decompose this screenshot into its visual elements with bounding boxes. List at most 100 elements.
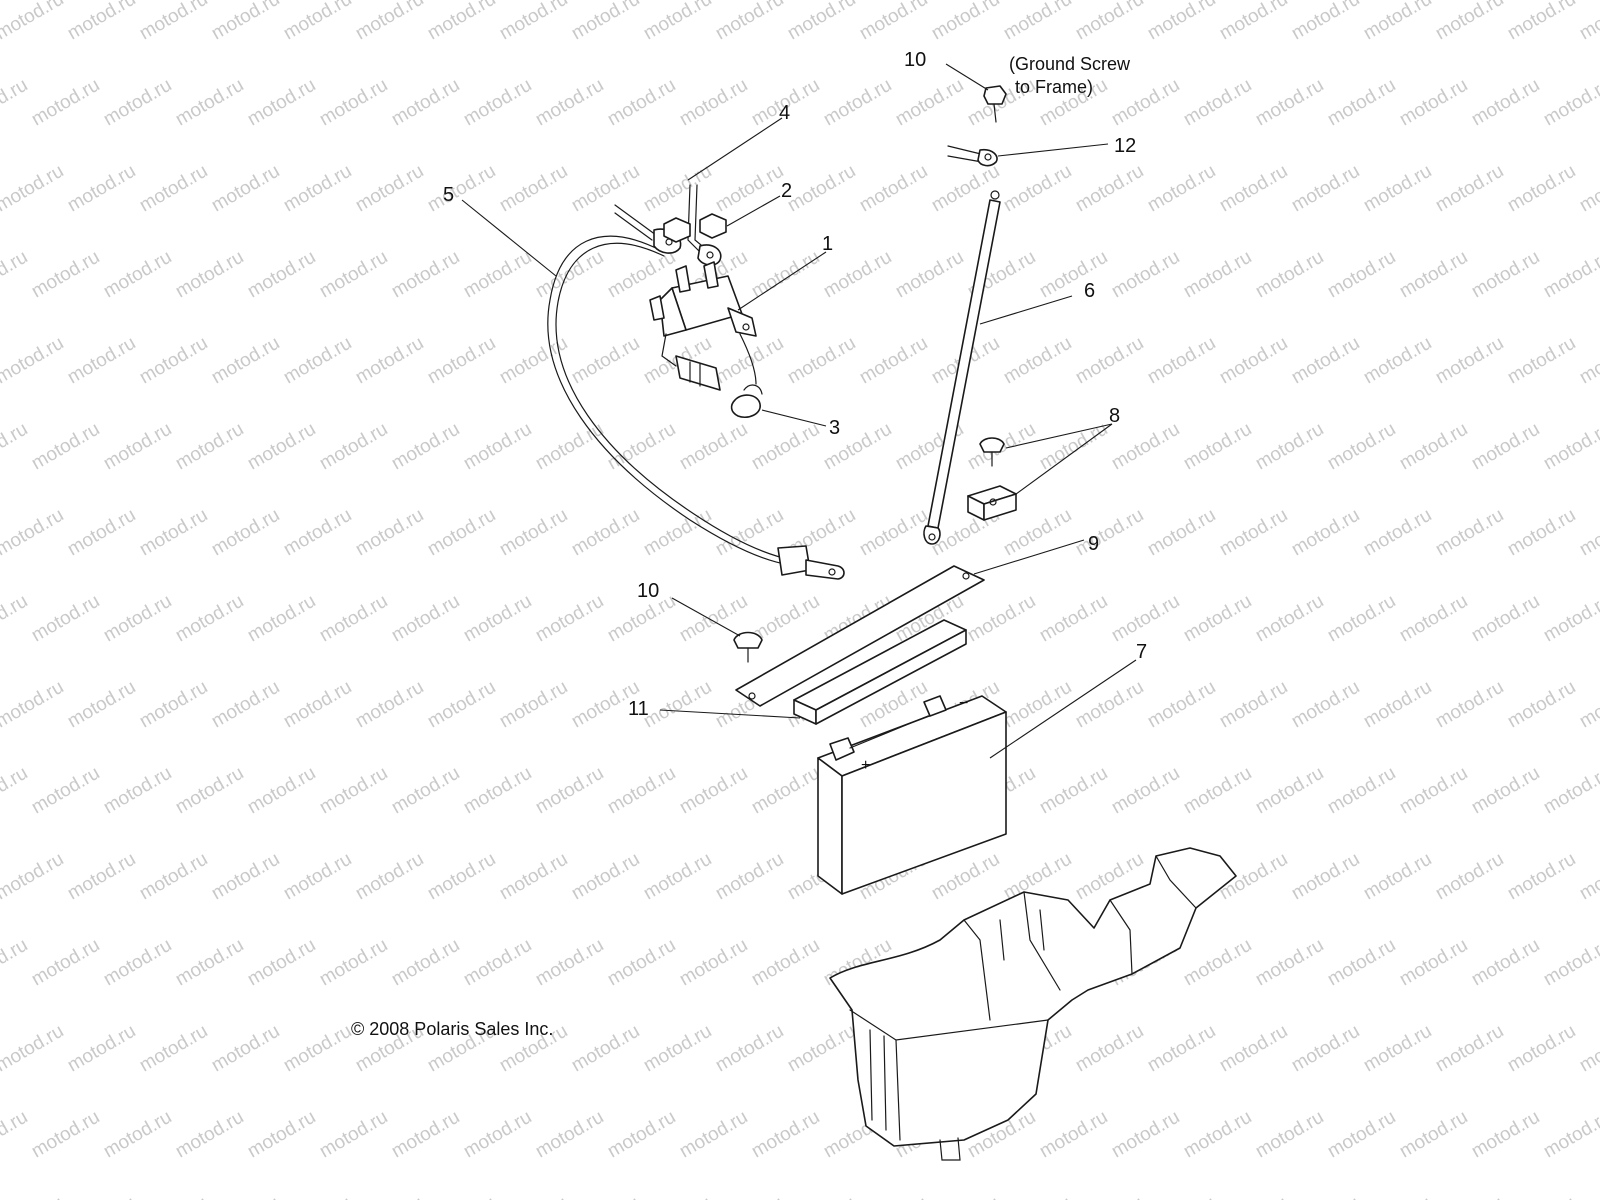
watermark-text: motod.ru (1468, 247, 1543, 303)
watermark-text: motod.ru (244, 75, 319, 131)
watermark-text: motod.ru (1396, 1107, 1471, 1163)
watermark-text: motod.ru (928, 1193, 1003, 1200)
watermark-text: motod.ru (244, 419, 319, 475)
watermark-text: motod.ru (1396, 763, 1471, 819)
watermark-text: motod.ru (604, 75, 679, 131)
watermark-text: motod.ru (28, 763, 103, 819)
watermark-text: motod.ru (532, 935, 607, 991)
leader-12 (997, 143, 1109, 157)
watermark-text: motod.ru (1072, 1021, 1147, 1077)
watermark-text: motod.ru (1432, 0, 1507, 44)
watermark-text: motod.ru (1036, 591, 1111, 647)
watermark-text: motod.ru (208, 1021, 283, 1077)
watermark-text: motod.ru (532, 763, 607, 819)
watermark-text: motod.ru (568, 1193, 643, 1200)
watermark-text: motod.ru (208, 849, 283, 905)
watermark-text: motod.ru (856, 1193, 931, 1200)
watermark-text: motod.ru (1324, 247, 1399, 303)
watermark-text: motod.ru (1576, 0, 1600, 44)
nut-block-8 (967, 485, 1017, 521)
watermark-text: motod.ru (1072, 505, 1147, 561)
watermark-text: motod.ru (424, 849, 499, 905)
battery-plus-sign: + (861, 757, 870, 774)
watermark-text: motod.ru (64, 849, 139, 905)
watermark-text: motod.ru (1504, 1021, 1579, 1077)
watermark-text: motod.ru (244, 763, 319, 819)
battery-7 (817, 695, 1007, 895)
foam-pad-11 (793, 619, 967, 725)
watermark-text: motod.ru (1216, 333, 1291, 389)
watermark-text: motod.ru (1252, 247, 1327, 303)
watermark-text: motod.ru (1252, 763, 1327, 819)
watermark-text: motod.ru (388, 935, 463, 991)
watermark-text: motod.ru (208, 505, 283, 561)
watermark-text: motod.ru (316, 419, 391, 475)
watermark-text: motod.ru (784, 0, 859, 44)
watermark-text: motod.ru (0, 935, 31, 991)
watermark-text: motod.ru (172, 591, 247, 647)
watermark-text: motod.ru (1288, 333, 1363, 389)
watermark-text: motod.ru (820, 247, 895, 303)
watermark-text: motod.ru (1360, 333, 1435, 389)
watermark-text: motod.ru (1576, 333, 1600, 389)
watermark-text: motod.ru (1144, 333, 1219, 389)
watermark-text: motod.ru (316, 75, 391, 131)
watermark-text: motod.ru (748, 1107, 823, 1163)
watermark-text: motod.ru (1540, 419, 1600, 475)
watermark-text: motod.ru (1036, 1107, 1111, 1163)
watermark-text: motod.ru (1144, 1193, 1219, 1200)
callout-3: 3 (829, 417, 840, 439)
watermark-text: motod.ru (1576, 1021, 1600, 1077)
watermark-text: motod.ru (28, 1107, 103, 1163)
hold-down-rod-6 (923, 190, 1001, 545)
watermark-text: motod.ru (0, 247, 31, 303)
watermark-text: motod.ru (352, 333, 427, 389)
watermark-text: motod.ru (28, 419, 103, 475)
leader-4 (687, 117, 783, 181)
leader-5 (461, 199, 557, 277)
watermark-text: motod.ru (1540, 1107, 1600, 1163)
watermark-text: motod.ru (0, 677, 67, 733)
watermark-text: motod.ru (316, 591, 391, 647)
watermark-text: motod.ru (280, 161, 355, 217)
watermark-text: motod.ru (172, 763, 247, 819)
watermark-text: motod.ru (928, 0, 1003, 44)
watermark-text: motod.ru (1072, 0, 1147, 44)
watermark-text: motod.ru (1540, 935, 1600, 991)
leader-10-top (945, 63, 989, 91)
watermark-text: motod.ru (640, 849, 715, 905)
watermark-text: motod.ru (1072, 333, 1147, 389)
watermark-text: motod.ru (424, 1193, 499, 1200)
watermark-text: motod.ru (784, 333, 859, 389)
watermark-text: motod.ru (388, 763, 463, 819)
watermark-text: motod.ru (1180, 247, 1255, 303)
watermark-text: motod.ru (100, 591, 175, 647)
watermark-text: motod.ru (1216, 0, 1291, 44)
watermark-text: motod.ru (1468, 419, 1543, 475)
watermark-text: motod.ru (136, 505, 211, 561)
watermark-text: motod.ru (1144, 677, 1219, 733)
watermark-text: motod.ru (568, 849, 643, 905)
watermark-text: motod.ru (1504, 0, 1579, 44)
watermark-text: motod.ru (1324, 763, 1399, 819)
watermark-text: motod.ru (1108, 591, 1183, 647)
watermark-text: motod.ru (568, 0, 643, 44)
battery-tray (829, 847, 1237, 1161)
watermark-text: motod.ru (856, 161, 931, 217)
watermark-text: motod.ru (244, 247, 319, 303)
ground-screw-10-top (983, 85, 1007, 123)
watermark-text: motod.ru (316, 935, 391, 991)
watermark-text: motod.ru (1432, 1193, 1507, 1200)
watermark-text: motod.ru (100, 419, 175, 475)
watermark-text: motod.ru (388, 591, 463, 647)
watermark-text: motod.ru (1180, 763, 1255, 819)
watermark-text: motod.ru (1360, 1021, 1435, 1077)
watermark-text: motod.ru (460, 763, 535, 819)
watermark-text: motod.ru (1144, 1021, 1219, 1077)
watermark-text: motod.ru (604, 935, 679, 991)
watermark-text: motod.ru (1000, 0, 1075, 44)
callout-10-top: 10 (904, 49, 926, 71)
watermark-text: motod.ru (280, 677, 355, 733)
watermark-text: motod.ru (280, 505, 355, 561)
watermark-text: motod.ru (352, 161, 427, 217)
